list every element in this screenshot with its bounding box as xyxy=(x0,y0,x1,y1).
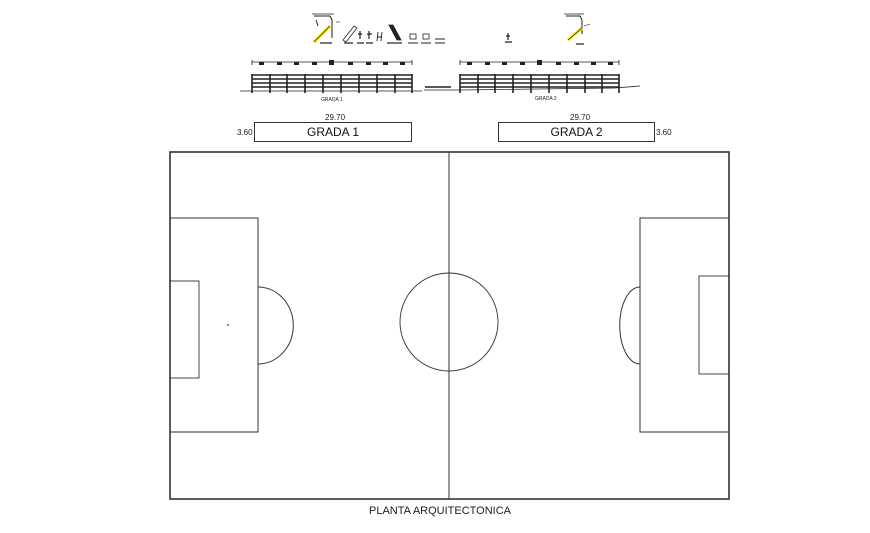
stand-section-detail-2 xyxy=(564,13,591,45)
elevation-grada-1 xyxy=(240,60,451,93)
stand-section-detail-1 xyxy=(312,13,340,44)
right-penalty-arc xyxy=(619,286,641,365)
grada-2-plan-box: GRADA 2 xyxy=(498,122,655,142)
right-penalty-area xyxy=(639,217,730,433)
elevation-label-grada-1: GRADA 1 xyxy=(321,97,343,103)
left-penalty-spot xyxy=(227,324,229,326)
soccer-field xyxy=(169,151,730,500)
grada-1-width-dimension: 3.60 xyxy=(237,128,253,137)
left-goal-area xyxy=(169,280,200,379)
center-circle xyxy=(399,272,499,372)
drawing-title: PLANTA ARQUITECTONICA xyxy=(369,505,512,517)
detail-symbols-right xyxy=(505,33,512,43)
grada-2-label: GRADA 2 xyxy=(550,125,603,139)
grada-2-length-dimension: 29.70 xyxy=(570,113,591,122)
left-penalty-arc xyxy=(257,286,294,365)
grada-1-plan-box: GRADA 1 xyxy=(254,122,412,142)
right-goal-area xyxy=(698,275,730,375)
left-penalty-area xyxy=(169,217,259,433)
detail-symbols-row xyxy=(342,24,445,44)
grada-2-width-dimension: 3.60 xyxy=(656,128,672,137)
grada-1-length-dimension: 29.70 xyxy=(325,113,346,122)
elevation-grada-2 xyxy=(424,60,641,93)
grada-1-label: GRADA 1 xyxy=(306,125,360,139)
elevation-label-grada-2: GRADA 2 xyxy=(535,96,557,102)
